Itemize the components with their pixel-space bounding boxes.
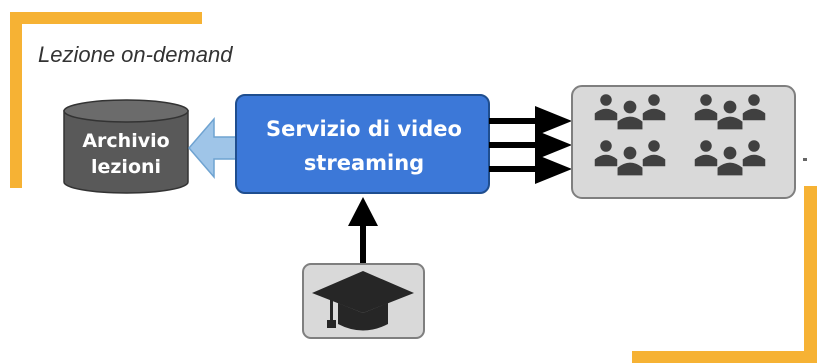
person-back-left [693,92,719,122]
archive-label-line2: lezioni [90,156,162,178]
frame-top-left-horizontal [10,12,202,24]
person-body [716,115,744,131]
person-back-right [641,92,667,122]
diagram-title: Lezione on-demand [38,42,233,67]
person-back-right [741,92,767,122]
person-body [641,107,667,122]
person-back-left [593,138,619,168]
orange-frame [10,12,817,363]
frame-top-left-vertical [10,12,22,188]
person-head [746,138,762,154]
person-head [746,92,762,108]
frame-bottom-right-horizontal [632,351,817,363]
person-body [741,107,767,122]
stream-arrow-1-head [535,106,572,136]
person-body [593,107,619,122]
service-label: Servizio di video streaming [238,112,490,180]
person-head [622,99,638,115]
people-group-icon [593,92,767,177]
person-body [641,153,667,168]
stream-arrow-1-shaft [489,118,537,124]
archive-label: Archivio lezioni [64,128,188,180]
person-front-center [716,99,744,131]
person-head [698,138,714,154]
service-label-line1: Servizio di video [266,117,462,141]
person-back-left [693,138,719,168]
cap-tassel-end [327,320,336,328]
arrow-from-teacher [348,197,378,264]
person-head [598,92,614,108]
person-head [698,92,714,108]
person-body [693,107,719,122]
person-head [646,92,662,108]
stream-arrow-3-head [535,154,572,184]
person-body [593,153,619,168]
cap-base [338,303,388,331]
teacher-arrow-shaft [360,222,366,264]
arrow-to-archive [188,116,237,180]
person-back-left [593,92,619,122]
audience-group-3 [593,138,667,177]
frame-bottom-right-vertical [804,186,817,358]
archive-label-line1: Archivio [82,130,170,152]
stream-arrow-2-shaft [489,142,537,148]
person-head [646,138,662,154]
person-head [722,145,738,161]
person-front-center [616,99,644,131]
person-body [741,153,767,168]
stream-arrow-2-head [535,130,572,160]
person-body [716,161,744,177]
person-head [598,138,614,154]
audience-group-2 [693,92,767,131]
graduation-cap-icon [312,271,414,331]
database-cylinder-icon [63,99,189,194]
teacher-arrow-head [348,197,378,226]
person-body [693,153,719,168]
person-head [722,99,738,115]
person-head [622,145,638,161]
person-back-right [641,138,667,168]
archive-cylinder-body [63,110,189,194]
person-front-center [616,145,644,177]
edge-mark [803,158,807,161]
archive-cylinder-top [63,99,189,123]
cap-board [312,271,414,313]
cap-tassel-cord [330,296,333,322]
audience-group-4 [693,138,767,177]
stream-arrows [489,106,572,184]
person-body [616,161,644,177]
person-body [616,115,644,131]
person-back-right [741,138,767,168]
person-front-center [716,145,744,177]
service-label-line2: streaming [303,151,425,175]
stream-arrow-3-shaft [489,166,537,172]
audience-group-1 [593,92,667,131]
